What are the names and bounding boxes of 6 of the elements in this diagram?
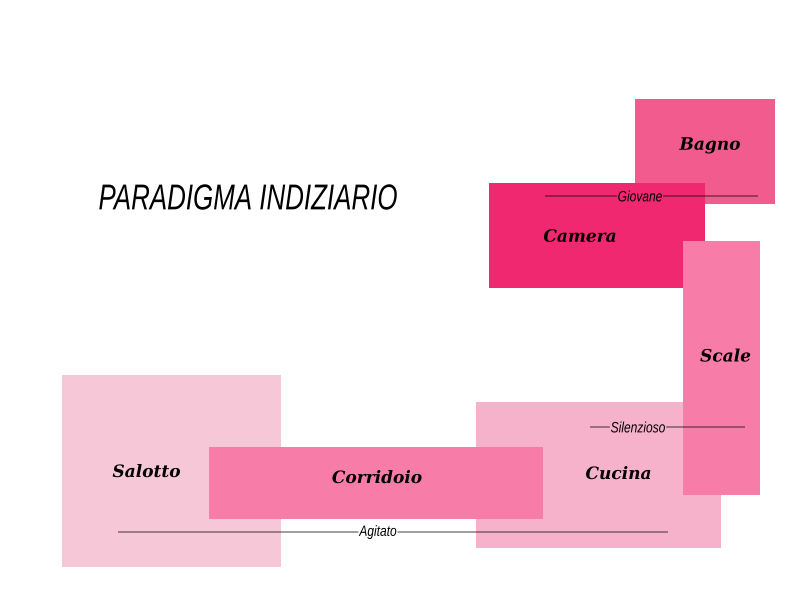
edge-label: Silenzioso bbox=[610, 420, 666, 434]
room-rectangle: Corridoio bbox=[209, 447, 543, 519]
edge-label: Agitato bbox=[358, 524, 398, 540]
room-rectangle: Scale bbox=[683, 241, 760, 495]
title: PARADIGMA INDIZIARIO bbox=[99, 184, 397, 210]
edge-label: Giovane bbox=[616, 190, 664, 202]
